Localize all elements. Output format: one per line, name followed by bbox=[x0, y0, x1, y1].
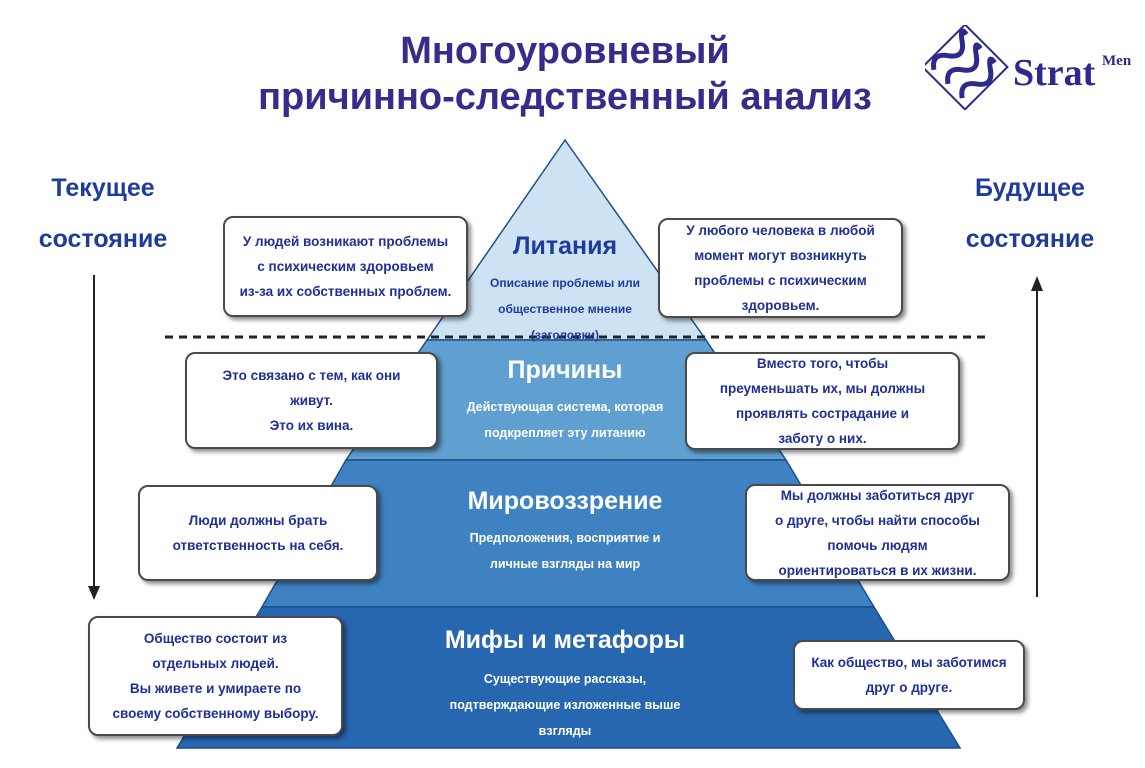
tier-causes-desc: Действующая система, которая подкрепляет… bbox=[430, 394, 700, 446]
tier-litany-desc-line: (заголовки) bbox=[531, 328, 599, 342]
box-text-line: У людей возникают проблемы bbox=[242, 234, 449, 249]
tier-litany-desc-line: Описание проблемы или bbox=[490, 276, 640, 290]
tier-myths-desc-line: подтверждающие изложенные выше bbox=[449, 698, 681, 712]
tier-myths-desc-line: взгляды bbox=[538, 724, 592, 738]
current-state-box-causes: Это связано с тем, как они живут. Это их… bbox=[185, 352, 438, 449]
tier-worldview-desc-line: Предположения, восприятие и bbox=[469, 531, 661, 545]
box-text-line: из-за их собственных проблем. bbox=[239, 284, 452, 299]
box-text-line: отдельных людей. bbox=[152, 656, 279, 671]
tier-causes-title: Причины bbox=[507, 356, 623, 384]
arrow-down-icon bbox=[88, 275, 100, 600]
tier-myths-desc: Существующие рассказы, подтверждающие из… bbox=[405, 666, 725, 744]
tier-litany-title: Литания bbox=[512, 232, 618, 260]
stratmen-logo: Strat Men bbox=[925, 25, 1132, 110]
current-state-box-litany: У людей возникают проблемы с психическим… bbox=[223, 216, 468, 317]
box-text-line: своему собственному выбору. bbox=[112, 706, 319, 721]
future-state-line-1: Будущее bbox=[975, 174, 1085, 202]
future-state-line-2: состояние bbox=[965, 225, 1095, 253]
box-text-line: друг о друге. bbox=[865, 680, 953, 695]
box-text-line: момент могут возникнуть bbox=[694, 248, 867, 263]
tier-myths-title: Мифы и метафоры bbox=[444, 626, 686, 654]
box-text-line: о друге, чтобы найти способы bbox=[775, 512, 980, 528]
box-text-line: проблемы с психическим bbox=[694, 273, 867, 288]
current-state-box-worldview: Люди должны брать ответственность на себ… bbox=[138, 485, 378, 581]
box-text-line: Это их вина. bbox=[269, 418, 354, 433]
box-text-line: Общество состоит из bbox=[143, 631, 288, 646]
box-text-line: здоровьем. bbox=[741, 298, 820, 313]
tier-causes-desc-line: подкрепляет эту литанию bbox=[484, 426, 646, 440]
tier-myths-desc-line: Существующие рассказы, bbox=[483, 672, 647, 686]
box-text-line: Как общество, мы заботимся bbox=[811, 655, 1007, 670]
title-line-2: причинно-следственный анализ bbox=[258, 76, 872, 118]
box-text-line: заботу о них. bbox=[778, 431, 867, 446]
box-text-line: с психическим здоровьем bbox=[257, 259, 434, 274]
tier-litany-desc-line: общественное мнение bbox=[498, 302, 632, 316]
arrow-up-icon bbox=[1031, 276, 1043, 597]
current-state-line-1: Текущее bbox=[51, 174, 155, 202]
box-text-line: помочь людям bbox=[827, 537, 928, 553]
box-text-line: ориентироваться в их жизни. bbox=[778, 562, 977, 578]
tier-worldview-desc: Предположения, восприятие и личные взгля… bbox=[415, 525, 715, 577]
box-text-line: Мы должны заботиться друг bbox=[780, 487, 975, 503]
logo-superscript: Men bbox=[1102, 53, 1132, 69]
box-text-line: Вместо того, чтобы bbox=[756, 356, 889, 371]
logo-emblem-icon bbox=[925, 25, 1009, 110]
title-line-1: Многоуровневый bbox=[400, 30, 730, 72]
future-state-box-worldview: Мы должны заботиться друг о друге, чтобы… bbox=[745, 484, 1010, 581]
logo-text: Strat bbox=[1013, 52, 1096, 94]
box-text-line: живут. bbox=[290, 393, 333, 408]
future-state-box-myths: Как общество, мы заботимся друг о друге. bbox=[793, 640, 1025, 710]
tier-causes-desc-line: Действующая система, которая bbox=[466, 400, 664, 414]
box-text-line: проявлять сострадание и bbox=[735, 406, 910, 421]
current-state-box-myths: Общество состоит из отдельных людей. Вы … bbox=[88, 616, 343, 736]
future-state-box-causes: Вместо того, чтобы преуменьшать их, мы д… bbox=[685, 352, 960, 450]
future-state-box-litany: У любого человека в любой момент могут в… bbox=[658, 218, 903, 318]
future-state-label: Будущее состояние bbox=[955, 163, 1105, 265]
current-state-label: Текущее состояние bbox=[28, 163, 178, 265]
tier-worldview-title: Мировоззрение bbox=[467, 487, 663, 515]
current-state-line-2: состояние bbox=[38, 225, 168, 253]
box-text-line: Это связано с тем, как они bbox=[222, 368, 401, 383]
box-text-line: преуменьшать их, мы должны bbox=[719, 381, 926, 396]
page-title: Многоуровневый причинно-следственный ана… bbox=[150, 28, 980, 120]
tier-litany-desc: Описание проблемы или общественное мнени… bbox=[465, 270, 665, 348]
box-text-line: ответственность на себя. bbox=[172, 538, 344, 553]
box-text-line: У любого человека в любой bbox=[686, 223, 875, 238]
box-text-line: Вы живете и умираете по bbox=[129, 681, 302, 696]
box-text-line: Люди должны брать bbox=[188, 513, 328, 528]
tier-worldview-desc-line: личные взгляды на мир bbox=[489, 557, 641, 571]
